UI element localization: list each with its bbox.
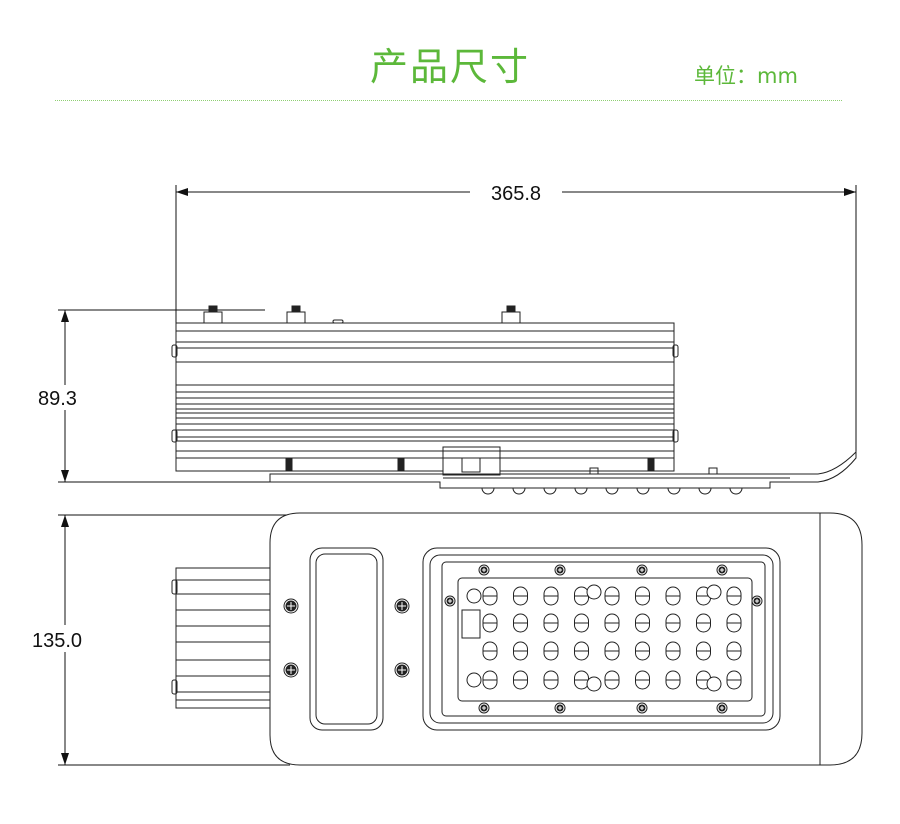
led-lens bbox=[543, 613, 559, 633]
lens-bump bbox=[574, 487, 588, 495]
led-lens bbox=[726, 613, 742, 633]
phillips-screw-icon bbox=[394, 598, 410, 614]
led-lens bbox=[635, 641, 650, 661]
side-view bbox=[171, 305, 857, 489]
dotted-divider bbox=[55, 100, 842, 101]
lens-ring bbox=[466, 672, 482, 688]
lens-bump bbox=[729, 487, 743, 495]
led-lens bbox=[574, 586, 589, 606]
module-screw-icon bbox=[636, 564, 648, 576]
module-screw-icon bbox=[478, 564, 490, 576]
led-lens bbox=[665, 641, 681, 661]
lens-bump bbox=[698, 487, 712, 495]
module-screw-icon bbox=[716, 702, 728, 714]
led-lens bbox=[696, 613, 711, 633]
lens-bump bbox=[605, 487, 619, 495]
lens-ring bbox=[466, 588, 482, 604]
led-lens bbox=[482, 670, 498, 690]
lens-ring bbox=[586, 584, 602, 600]
top-view bbox=[171, 512, 863, 766]
lens-ring bbox=[706, 584, 722, 600]
nut-icon bbox=[203, 305, 223, 324]
lens-ring bbox=[706, 676, 722, 692]
module-screw-icon bbox=[478, 702, 490, 714]
led-lens bbox=[665, 670, 681, 690]
led-lens bbox=[574, 670, 589, 690]
length-dimension-label: 365.8 bbox=[491, 183, 541, 205]
led-lens bbox=[635, 613, 650, 633]
led-lens-array bbox=[466, 584, 742, 692]
module-screw-icon bbox=[444, 595, 456, 607]
length-dimension bbox=[175, 185, 857, 455]
lens-bump bbox=[481, 487, 495, 495]
lens-bump bbox=[512, 487, 526, 495]
led-lens bbox=[513, 641, 528, 661]
led-lens bbox=[543, 670, 559, 690]
lens-bump bbox=[636, 487, 650, 495]
width-dimension bbox=[58, 514, 290, 766]
led-lens bbox=[482, 641, 498, 661]
lens-bump bbox=[667, 487, 681, 495]
led-lens bbox=[482, 586, 498, 606]
led-lens bbox=[513, 586, 528, 606]
led-lens bbox=[635, 670, 650, 690]
led-lens bbox=[696, 641, 711, 661]
page-title: 产品尺寸 bbox=[369, 45, 530, 89]
led-lens bbox=[604, 641, 620, 661]
led-lens bbox=[604, 586, 620, 606]
height-dimension-label: 89.3 bbox=[38, 388, 77, 410]
led-lens bbox=[482, 613, 498, 633]
led-lens bbox=[543, 641, 559, 661]
nut-icon bbox=[286, 305, 306, 324]
phillips-screw-icon bbox=[283, 662, 299, 678]
module-screw-icon bbox=[554, 564, 566, 576]
led-lens bbox=[574, 641, 589, 661]
lens-bump bbox=[543, 487, 557, 495]
led-lens bbox=[726, 641, 742, 661]
height-dimension bbox=[58, 309, 275, 483]
led-lens bbox=[604, 613, 620, 633]
led-lens bbox=[665, 586, 681, 606]
module-screw-icon bbox=[554, 702, 566, 714]
led-lens bbox=[513, 670, 528, 690]
module-screw-icon bbox=[716, 564, 728, 576]
led-lens bbox=[726, 586, 742, 606]
led-lens bbox=[665, 613, 681, 633]
led-lens bbox=[635, 586, 650, 606]
led-lens bbox=[513, 613, 528, 633]
unit-label: 单位：mm bbox=[694, 64, 798, 88]
module-screw-icon bbox=[751, 595, 763, 607]
nut-icon bbox=[501, 305, 521, 324]
width-dimension-label: 135.0 bbox=[32, 630, 82, 652]
lens-ring bbox=[586, 676, 602, 692]
led-lens bbox=[574, 613, 589, 633]
led-lens bbox=[543, 586, 559, 606]
led-lens bbox=[604, 670, 620, 690]
phillips-screw-icon bbox=[283, 598, 299, 614]
led-lens bbox=[726, 670, 742, 690]
phillips-screw-icon bbox=[394, 662, 410, 678]
module-screw-icon bbox=[636, 702, 648, 714]
